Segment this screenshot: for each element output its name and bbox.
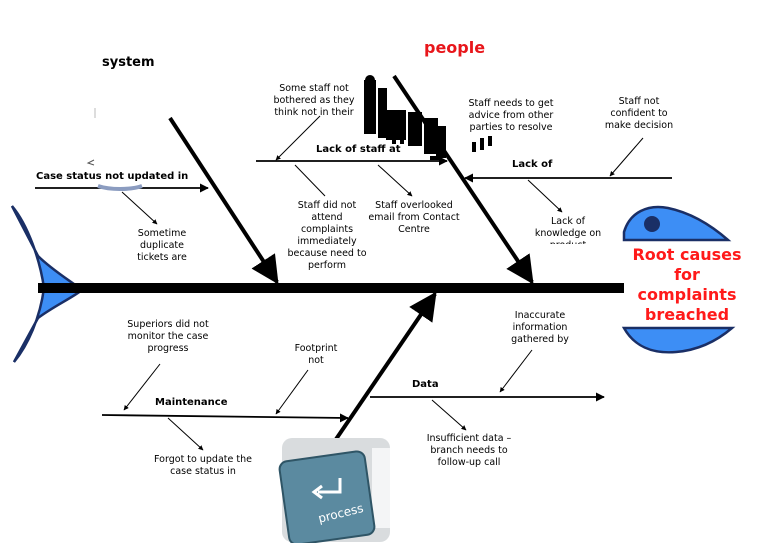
- system-arrow: [168, 116, 279, 285]
- note-staff-advice: Staff needs to get advice from other par…: [468, 98, 554, 133]
- note-footprint: Footprint not: [294, 343, 338, 366]
- fish-head-bottom: [621, 326, 736, 354]
- bone-label-maintenance: Maintenance: [155, 397, 228, 408]
- note-staff-did-not-attend: Staff did not attend complaints immediat…: [287, 200, 367, 271]
- business-people-silhouette-icon: [364, 75, 492, 160]
- note-insufficient-data: Insufficient data – branch needs to foll…: [426, 433, 512, 468]
- note-staff-not-confident: Staff not confident to make decision: [604, 96, 674, 131]
- bone-label-lack-of: Lack of: [512, 159, 553, 170]
- note-inaccurate-info: Inaccurate information gathered by: [511, 310, 569, 345]
- bone-label-case-status: Case status not updated in: [36, 171, 189, 182]
- fish-head-top: [622, 205, 732, 242]
- note-superiors: Superiors did not monitor the case progr…: [127, 319, 209, 354]
- note-lack-knowledge: Lack of knowledge on product: [534, 216, 602, 244]
- note-overlooked-email: Staff overlooked email from Contact Cent…: [368, 200, 460, 235]
- bone-label-data: Data: [412, 379, 439, 390]
- bone-label-lack-staff: Lack of staff at: [316, 144, 401, 155]
- people-arrow: [392, 74, 534, 285]
- bone-maintenance: [101, 413, 349, 423]
- process-key-icon: process: [278, 438, 390, 543]
- root-cause-title: Root causes for complaints breached: [632, 245, 742, 324]
- note-duplicate-tickets: Sometime duplicate tickets are: [137, 228, 187, 263]
- category-system: system: [102, 55, 155, 70]
- category-people: people: [424, 38, 486, 57]
- note-staff-not-bothered: Some staff not bothered as they think no…: [273, 83, 355, 118]
- note-forgot-update: Forgot to update the case status in: [154, 454, 252, 477]
